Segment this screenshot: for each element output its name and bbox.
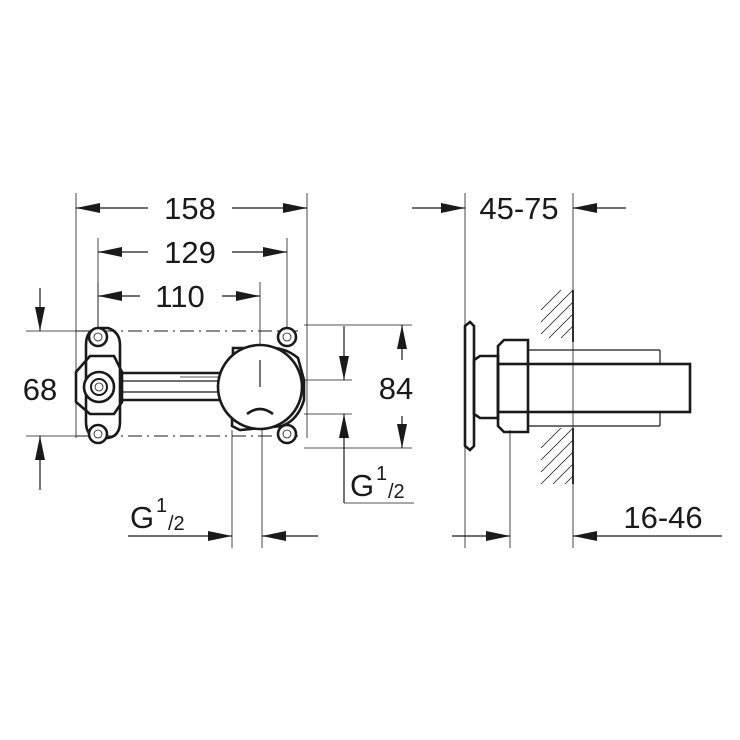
dim-45-75: 45-75 — [412, 191, 626, 226]
mount-plate — [463, 320, 476, 452]
thread-label-right-sub: /2 — [388, 481, 405, 503]
dim-158: 158 — [76, 191, 307, 226]
dim-label-110: 110 — [155, 279, 204, 314]
right-body — [216, 326, 306, 445]
dim-label-16-46: 16-46 — [623, 500, 702, 535]
body-block — [496, 338, 530, 434]
side-body — [463, 320, 692, 452]
side-view: 45-75 — [412, 191, 722, 548]
dim-129: 129 — [98, 235, 287, 270]
thread-label-right-sup: 1 — [376, 463, 387, 485]
dim-16-46: 16-46 — [452, 430, 722, 548]
wall-section — [540, 289, 574, 485]
dim-label-68: 68 — [23, 372, 57, 407]
mount-hole-top-left — [87, 326, 109, 348]
mount-hole-top-right — [276, 326, 298, 348]
front-view: 158 129 110 68 — [23, 191, 414, 548]
dim-label-84: 84 — [379, 371, 413, 406]
valve-arc — [246, 407, 274, 416]
thread-label-bottom-sub: /2 — [168, 513, 185, 535]
dim-label-45-75: 45-75 — [479, 191, 558, 226]
thread-label-bottom-g: G — [130, 500, 154, 535]
dim-110: 110 — [98, 279, 260, 314]
sleeve — [496, 362, 692, 414]
dim-84: 84 — [304, 324, 413, 449]
mount-hole-bottom-left — [87, 423, 109, 445]
connecting-pipe — [120, 371, 228, 402]
thread-label-right-g: G — [350, 468, 374, 503]
mount-hole-bottom-right — [276, 423, 298, 445]
dim-label-129: 129 — [164, 235, 216, 270]
thread-dim-bottom: G 1 /2 — [128, 430, 318, 548]
thread-label-bottom-sup: 1 — [156, 495, 167, 517]
dim-label-158: 158 — [164, 191, 216, 226]
left-bracket — [74, 326, 124, 445]
thread-dim-right: G 1 /2 — [304, 326, 414, 504]
left-outlet — [82, 370, 116, 404]
